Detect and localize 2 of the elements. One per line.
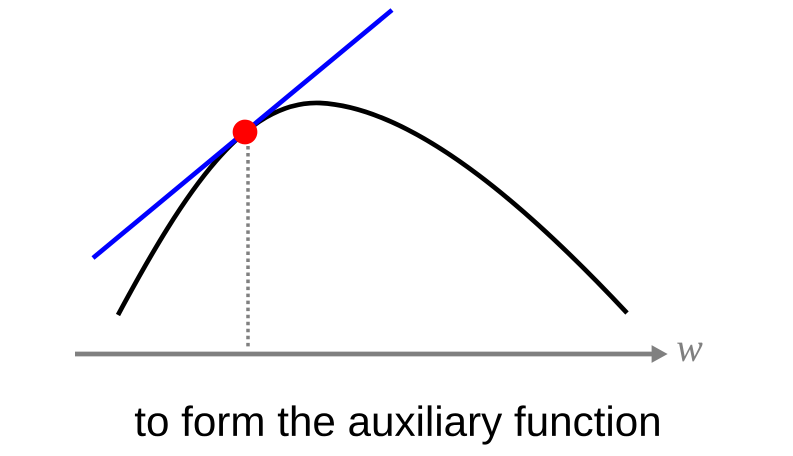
axis-label: w	[677, 342, 703, 362]
caption: to form the auxiliary function	[134, 405, 659, 445]
